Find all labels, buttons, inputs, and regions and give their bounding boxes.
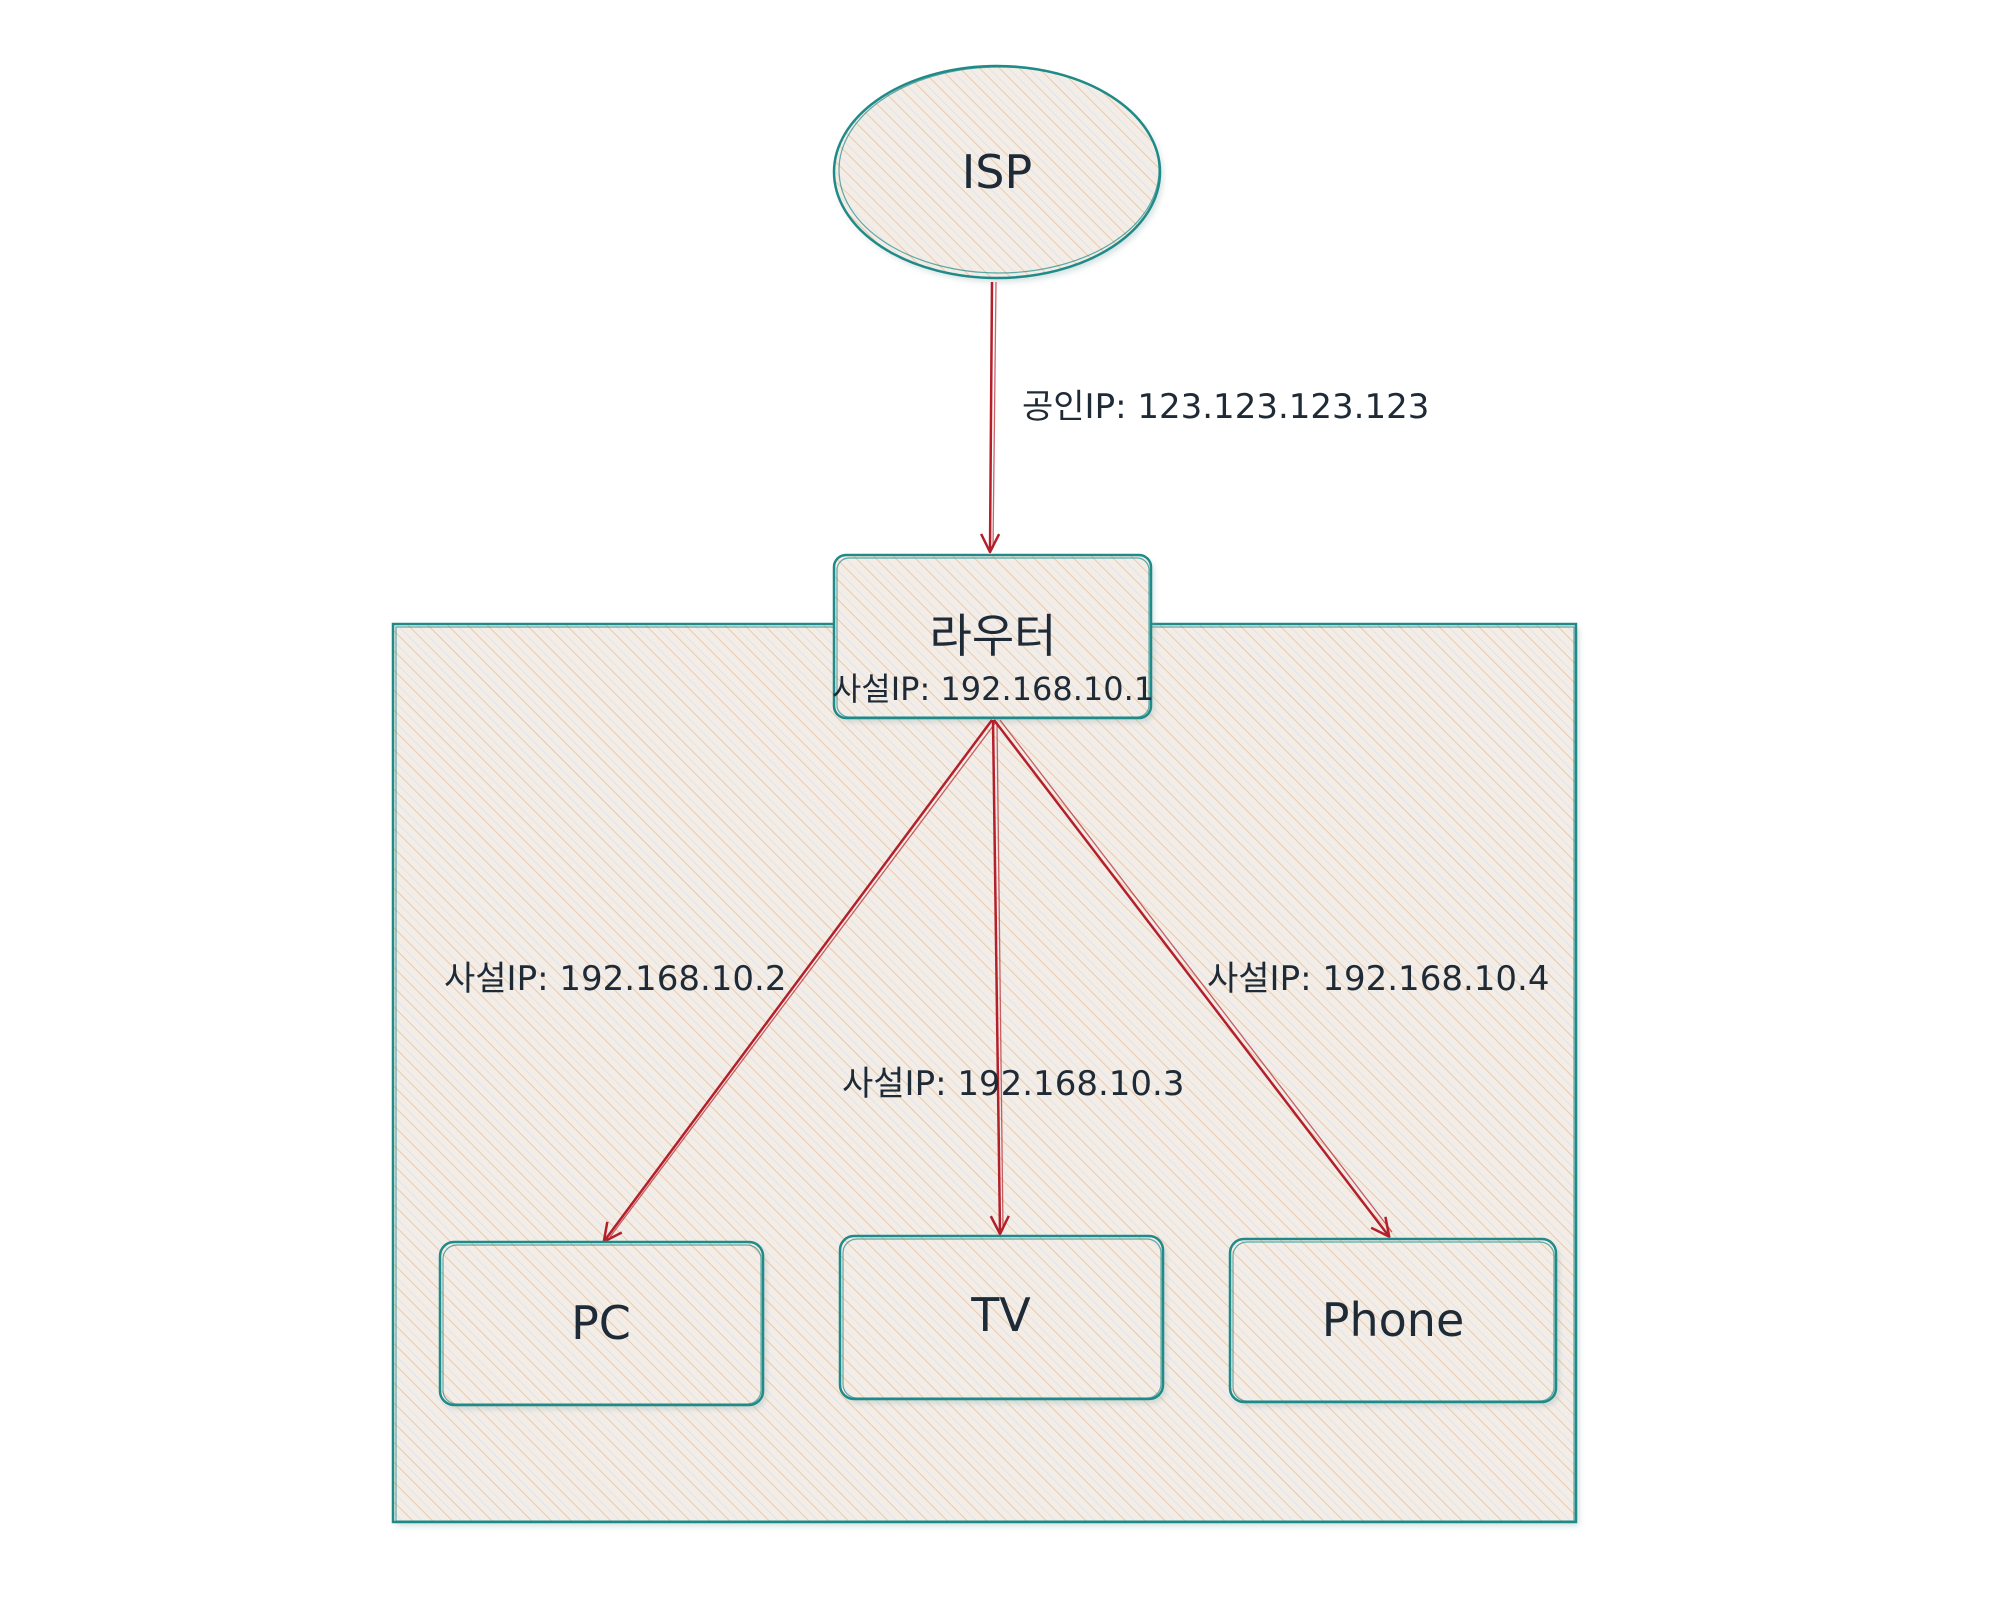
edge-isp-router: 공인IP: 123.123.123.123 — [979, 281, 1429, 554]
router-ip-label: 사설IP: 192.168.10.1 — [832, 670, 1154, 708]
isp-label: ISP — [962, 145, 1033, 199]
pc-label: PC — [571, 1296, 631, 1350]
edge-router-tv: 사설IP: 192.168.10.3 — [842, 719, 1184, 1236]
edge-router-phone: 사설IP: 192.168.10.4 — [993, 719, 1549, 1238]
edge-router-pc-label: 사설IP: 192.168.10.2 — [444, 959, 786, 999]
edge-router-tv-label: 사설IP: 192.168.10.3 — [842, 1064, 1184, 1104]
tv-node[interactable]: TV — [838, 1234, 1165, 1401]
phone-node[interactable]: Phone — [1228, 1237, 1558, 1404]
tv-label: TV — [970, 1288, 1031, 1342]
edge-router-pc: 사설IP: 192.168.10.2 — [444, 719, 997, 1243]
router-node[interactable]: 라우터 사설IP: 192.168.10.1 — [832, 553, 1154, 720]
phone-label: Phone — [1322, 1293, 1465, 1347]
isp-node[interactable]: ISP — [832, 64, 1162, 280]
edge-isp-router-label: 공인IP: 123.123.123.123 — [1022, 387, 1429, 427]
router-label: 라우터 — [930, 609, 1057, 663]
edge-router-phone-label: 사설IP: 192.168.10.4 — [1207, 959, 1549, 999]
pc-node[interactable]: PC — [438, 1240, 765, 1407]
